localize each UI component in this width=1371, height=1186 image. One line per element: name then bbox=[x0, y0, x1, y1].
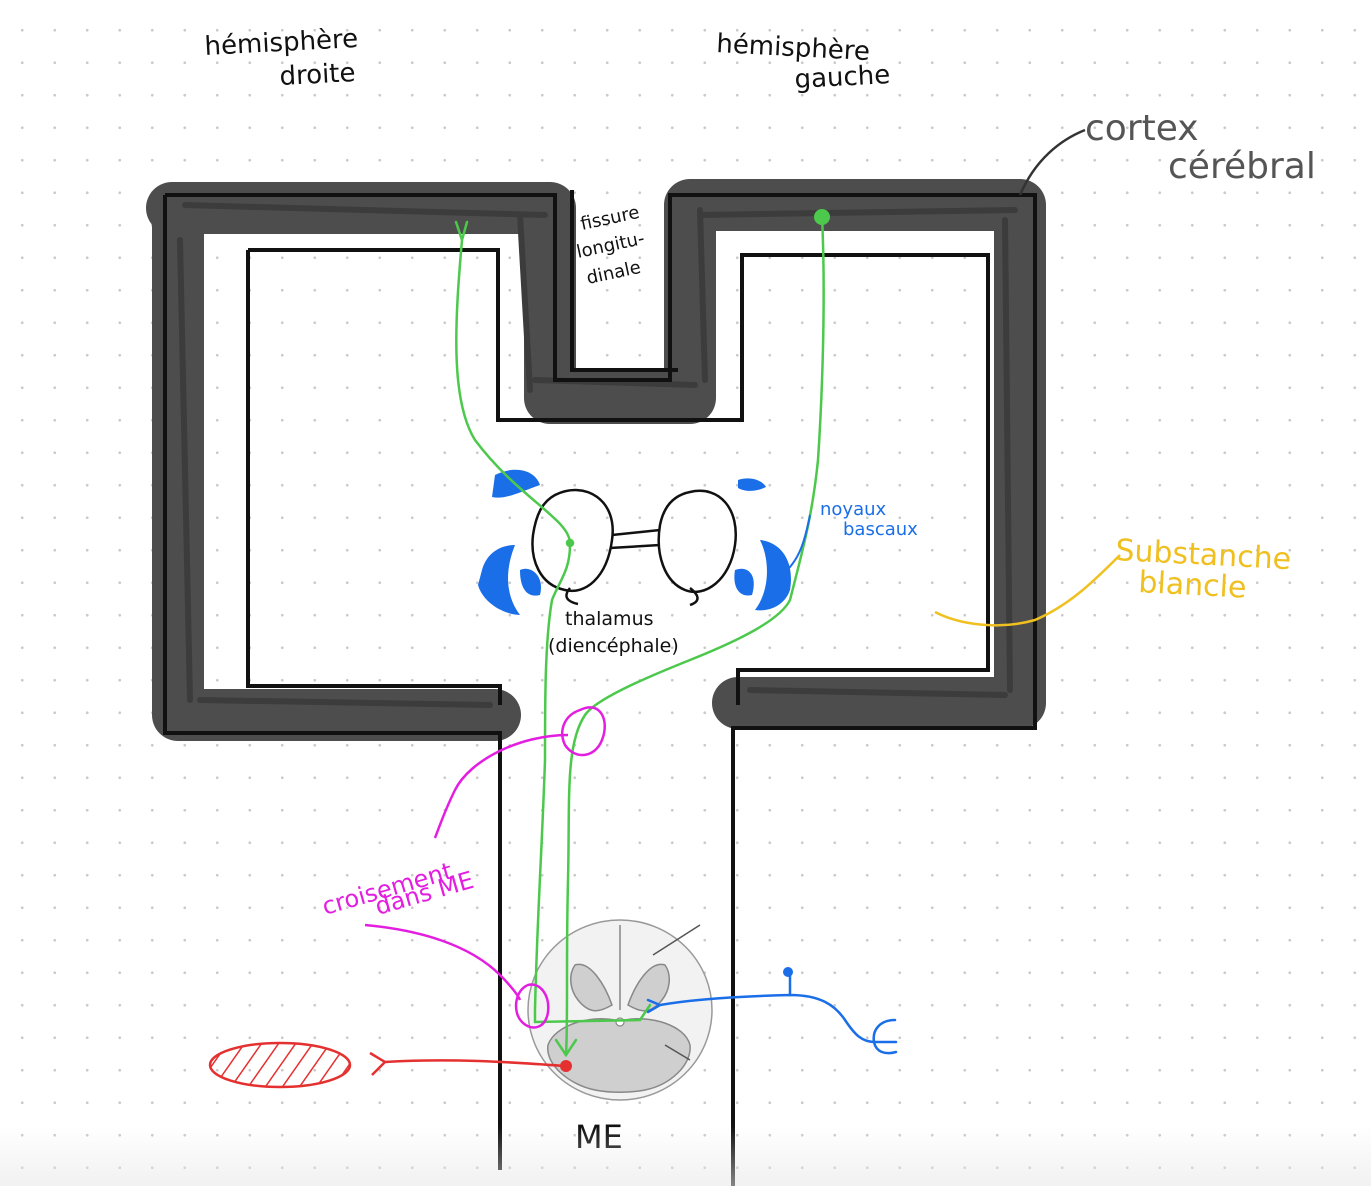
cortex-pointer bbox=[1018, 128, 1086, 196]
brain-outline bbox=[163, 190, 1037, 1186]
label-fissure-3: dinale bbox=[585, 257, 643, 289]
afferent-fiber bbox=[646, 973, 898, 1055]
label-right-hemisphere-1: hémisphère bbox=[204, 24, 359, 62]
sensory-pathway bbox=[454, 215, 825, 1058]
dorsal-root-ganglion-icon bbox=[783, 967, 793, 977]
blue-label-pointer bbox=[781, 514, 811, 576]
label-spinal-cord: ME bbox=[575, 1118, 623, 1156]
thalamus bbox=[531, 488, 738, 607]
label-right-hemisphere-2: droite bbox=[279, 58, 356, 92]
label-thalamus-1: thalamus bbox=[565, 608, 654, 630]
spinal-cord-section bbox=[527, 919, 713, 1101]
label-nuclei-1: noyaux bbox=[820, 499, 887, 520]
crossing-markers bbox=[364, 706, 607, 1029]
cortex-band bbox=[146, 179, 1046, 741]
cortex-neuron-dot bbox=[814, 209, 830, 225]
stimulus bbox=[208, 1041, 572, 1089]
label-white-matter-2: blancle bbox=[1138, 565, 1248, 606]
label-left-hemisphere-2: gauche bbox=[794, 60, 891, 95]
label-cortex-2: cérébral bbox=[1168, 146, 1316, 187]
white-matter-pointer bbox=[934, 554, 1121, 627]
label-thalamus-2: (diencéphale) bbox=[548, 635, 679, 657]
label-nuclei-2: bascaux bbox=[843, 519, 918, 540]
label-cortex-1: cortex bbox=[1085, 108, 1199, 149]
